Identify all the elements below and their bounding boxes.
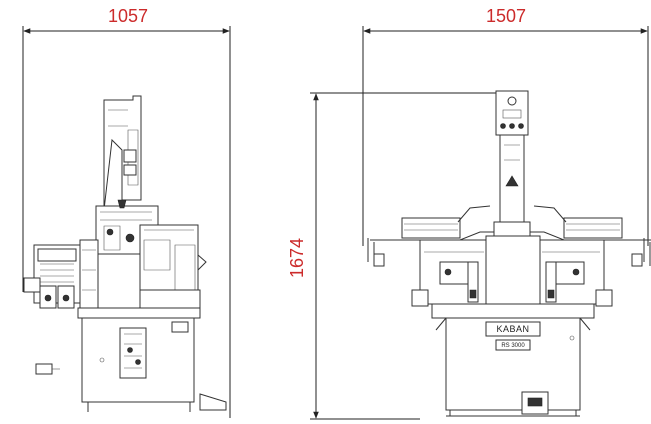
front-width-label: 1507 <box>486 6 526 26</box>
height-dimension: 1674 <box>287 92 500 420</box>
front-view-machine: KABAN RS 3000 <box>367 90 651 417</box>
model-label: RS 3000 <box>501 343 525 349</box>
side-view-machine <box>23 95 227 412</box>
front-width-dimension: 1507 <box>362 6 649 246</box>
brand-label: KABAN <box>496 324 529 334</box>
side-width-dimension: 1057 <box>22 6 231 418</box>
height-label: 1674 <box>287 238 307 278</box>
side-width-label: 1057 <box>108 6 148 26</box>
